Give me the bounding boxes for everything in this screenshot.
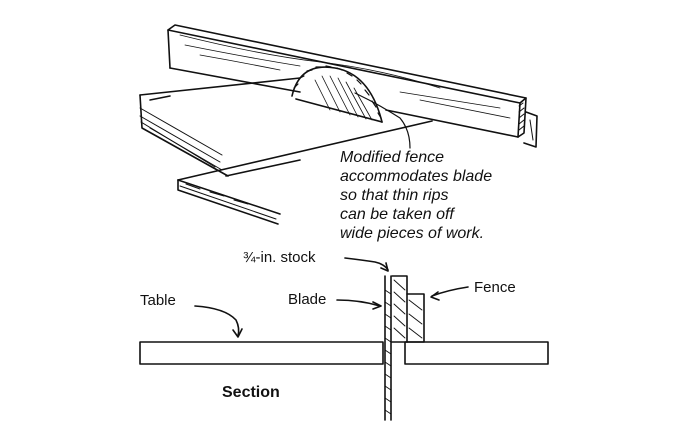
leader-stock: [344, 257, 389, 272]
leader-fence: [430, 286, 469, 301]
caption-line-1: Modified fence: [340, 149, 445, 166]
caption-line-5: wide pieces of work.: [340, 225, 485, 242]
stock-section: [391, 275, 408, 343]
caption: Modified fence accommodates blade so tha…: [340, 148, 580, 243]
blade-section: [384, 275, 392, 421]
caption-line-4: can be taken off: [340, 206, 454, 223]
table-section: [139, 341, 549, 365]
wide-workpiece: [177, 120, 433, 225]
label-fence: Fence: [474, 279, 516, 296]
label-table: Table: [140, 292, 176, 309]
saw-table: [139, 77, 301, 177]
caption-line-3: so that thin rips: [340, 187, 449, 204]
leader-blade: [336, 299, 382, 310]
caption-line-2: accommodates blade: [340, 168, 493, 185]
label-stock: ¾-in. stock: [243, 249, 316, 266]
leader-table: [194, 305, 243, 338]
modified-fence: [167, 24, 538, 148]
label-section: Section: [222, 384, 280, 401]
fence-section: [406, 293, 425, 343]
saw-blade-top: [291, 65, 411, 149]
label-blade: Blade: [288, 291, 327, 308]
